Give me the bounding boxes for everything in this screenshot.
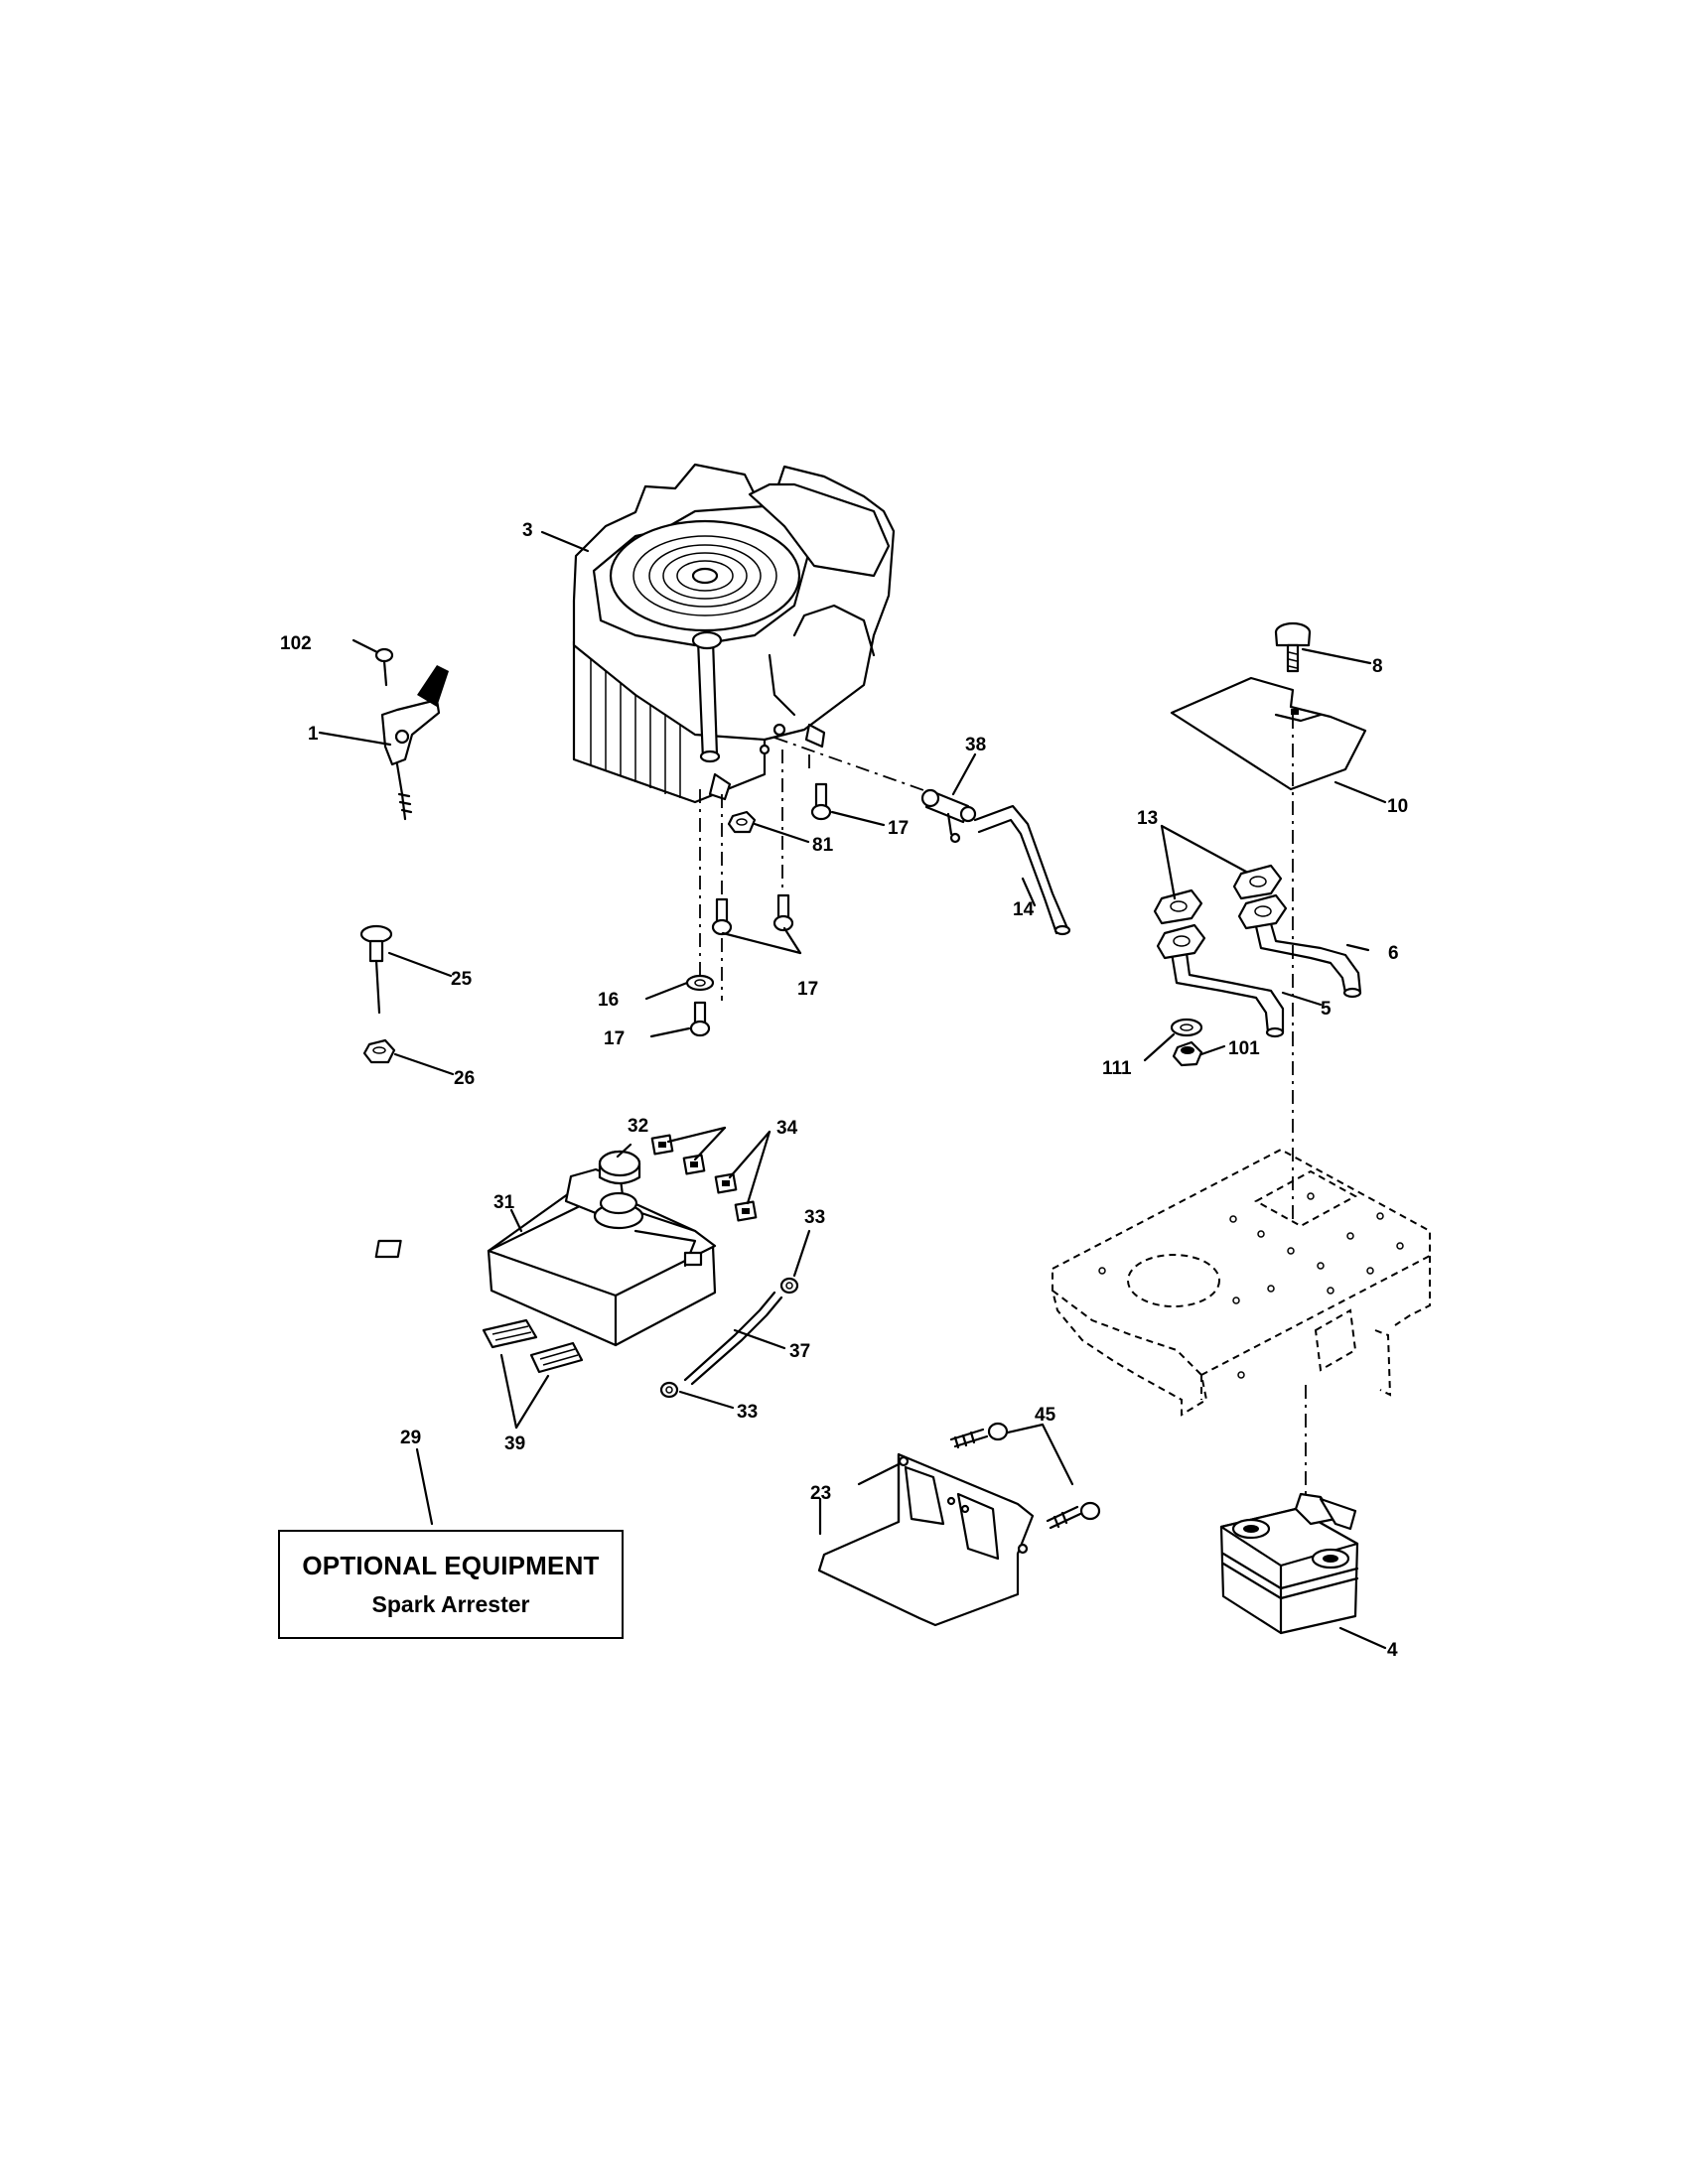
callout-14: 14 [1013, 899, 1035, 920]
callout-4: 4 [1387, 1640, 1398, 1661]
callout-17-top: 17 [888, 818, 909, 839]
engine [572, 463, 896, 804]
optional-equipment-subtitle: Spark Arrester [371, 1591, 530, 1617]
bolt-part-17-bottom [689, 1001, 711, 1037]
callout-38: 38 [965, 735, 986, 755]
callout-13: 13 [1137, 808, 1158, 829]
tractor-frame [1052, 1148, 1431, 1417]
heat-shield-part-23 [817, 1452, 1035, 1627]
callout-101: 101 [1228, 1038, 1260, 1059]
callout-1: 1 [308, 724, 319, 745]
callout-111: 111 [1102, 1058, 1132, 1079]
gaskets-part-13 [1153, 864, 1288, 960]
callout-34: 34 [776, 1118, 798, 1139]
knob-part-8 [1274, 621, 1312, 673]
muffler-part-4 [1219, 1492, 1359, 1635]
bolt-part-17-right [772, 893, 794, 932]
callout-23: 23 [810, 1483, 831, 1504]
callout-29: 29 [400, 1428, 421, 1448]
callout-26: 26 [454, 1068, 475, 1089]
nut-part-101 [1172, 1040, 1203, 1067]
washer-part-111 [1170, 1018, 1203, 1037]
exhaust-pipe-part-5 [1170, 951, 1285, 1038]
bolt-part-17-left [711, 897, 733, 936]
callout-25: 25 [451, 969, 473, 990]
clamp-part-33-top [779, 1277, 799, 1295]
fuel-hose-part [973, 804, 1071, 936]
callout-102: 102 [280, 633, 312, 654]
callout-17-bottom: 17 [604, 1028, 625, 1049]
tube-part-37 [683, 1291, 783, 1386]
grommet-parts-34 [650, 1134, 758, 1222]
cap-part-32 [598, 1150, 641, 1185]
nut-part-26 [362, 1038, 396, 1064]
washer-part-16 [685, 974, 715, 992]
fuel-filter-part [920, 788, 977, 844]
leader-lines [318, 530, 1387, 1650]
optional-equipment-title: OPTIONAL EQUIPMENT [302, 1551, 600, 1580]
plate-part-10 [1170, 676, 1367, 791]
exhaust-pipe-part-6 [1251, 911, 1362, 999]
bolt-part-45-top [949, 1422, 1009, 1449]
screw-part-102 [374, 647, 394, 687]
callout-31: 31 [493, 1192, 515, 1213]
callout-10: 10 [1387, 796, 1408, 817]
callout-labels: 3 102 1 8 10 13 6 5 111 101 4 38 14 17 8… [280, 520, 1408, 1661]
callout-8: 8 [1372, 656, 1383, 677]
control-knob-part-25 [359, 924, 393, 1015]
callout-81: 81 [812, 835, 834, 856]
callout-37: 37 [789, 1341, 810, 1362]
callout-5: 5 [1321, 999, 1332, 1020]
bolt-part-17-top [810, 782, 832, 821]
callout-17-mid: 17 [797, 979, 818, 1000]
callout-6: 6 [1388, 943, 1399, 964]
optional-equipment-box: OPTIONAL EQUIPMENT Spark Arrester [278, 1530, 624, 1639]
callout-33-bottom: 33 [737, 1402, 758, 1423]
bolt-part-45-bottom [1046, 1501, 1101, 1530]
clamp-part-33-bottom [659, 1381, 679, 1399]
callout-45: 45 [1035, 1405, 1056, 1426]
callout-16: 16 [598, 990, 619, 1011]
callout-32: 32 [628, 1116, 648, 1137]
pads-part-39 [482, 1318, 584, 1374]
callout-39: 39 [504, 1433, 525, 1454]
callout-3: 3 [522, 520, 533, 541]
callout-33-top: 33 [804, 1207, 825, 1228]
throttle-control-part [380, 665, 449, 821]
muffler-guard-part-31 [374, 1167, 717, 1347]
nut-part-81 [727, 810, 757, 834]
